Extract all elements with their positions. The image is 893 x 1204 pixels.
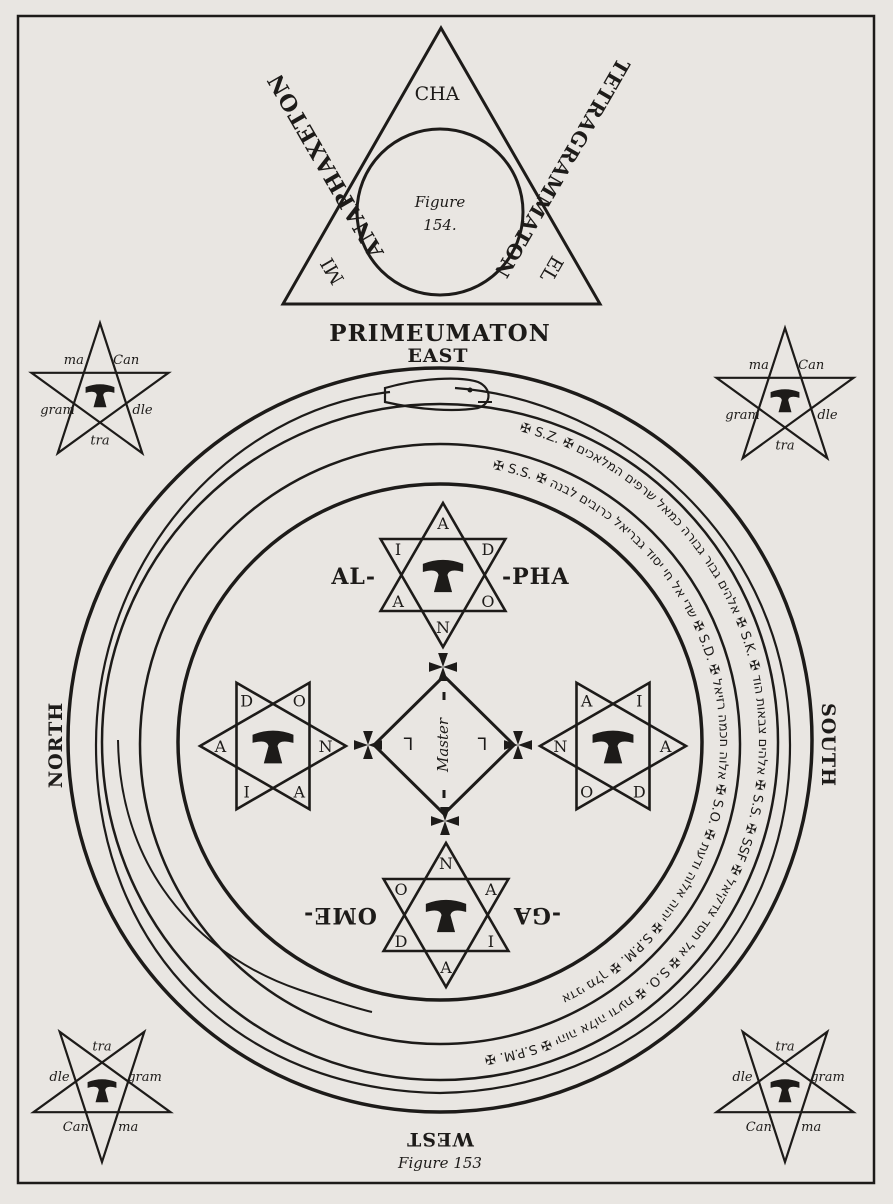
hexagram-letter: A: [484, 880, 497, 899]
tau-cross-icon: [85, 384, 115, 408]
master-label: Master: [434, 717, 452, 773]
hexagram-letter: I: [395, 540, 401, 559]
pentagram-word: tra: [90, 434, 109, 449]
figure-154-label: Figure: [414, 193, 466, 211]
pentagram-word: tra: [775, 439, 794, 454]
ring-inner: [176, 482, 704, 1002]
cross-pattee-group: [354, 653, 532, 835]
triangle-top-label: CHA: [415, 83, 460, 105]
hexagram-letter: O: [580, 783, 593, 802]
hexagram-letter: A: [293, 783, 306, 802]
pentagram-word: ma: [801, 1120, 821, 1135]
hexagram-letter: O: [481, 592, 494, 611]
triangle-inner-circle: [355, 127, 525, 297]
hexagram-alpha: A D O N A I: [378, 500, 508, 650]
pentagram-word: gram: [127, 1070, 162, 1085]
south-label: SOUTH: [817, 703, 839, 787]
tau-cross-icon: [592, 730, 634, 764]
hexagram-letter: I: [636, 692, 642, 711]
hexagram-bottom-right-label: -GA: [513, 902, 561, 928]
hexagram-letter: O: [293, 692, 306, 711]
pentagram-word: dle: [732, 1070, 752, 1085]
triangle-outline: [280, 24, 603, 306]
ring-outer: [66, 366, 814, 1114]
hexagram-letter: I: [244, 783, 250, 802]
hexagram-letter: A: [439, 958, 452, 977]
west-label: WEST: [406, 1128, 475, 1150]
figure-153-caption: Figure 153: [397, 1154, 482, 1172]
east-label: EAST: [407, 345, 468, 367]
serpent-body: [94, 386, 792, 1095]
cross-right-icon: [504, 731, 532, 759]
hexagram-letter: D: [240, 692, 253, 711]
pentagram-word: Can: [746, 1120, 772, 1135]
hexagram-top-left-label: AL-: [330, 564, 376, 590]
hexagram-letter: N: [436, 618, 450, 637]
pentagram-word: tra: [775, 1039, 794, 1054]
cross-top-icon: [429, 653, 457, 681]
pentagram-word: ma: [749, 358, 769, 373]
pentagram-word: ma: [64, 353, 84, 368]
pentagram-word: dle: [132, 403, 152, 418]
serpent-tail: [117, 739, 373, 1013]
hexagram-letter: A: [214, 737, 227, 756]
tau-cross-icon: [425, 899, 467, 933]
hexagram-group: A D O N A I A D O N A I A D O N A I A D O N A I: [197, 500, 689, 990]
tau-cross-icon: [87, 1079, 117, 1103]
pentagram-top-right: Can dle tra gram ma: [713, 324, 857, 462]
hexagram-letter: A: [580, 692, 593, 711]
ring-2: [100, 402, 780, 1082]
hexagram-letter: O: [395, 880, 408, 899]
primeumaton-label: PRIMEUMATON: [329, 320, 550, 347]
pentagram-word: tra: [92, 1039, 111, 1054]
pentagram-word: Can: [63, 1120, 89, 1135]
pentagram-word: gram: [40, 403, 75, 418]
hexagram-letter: N: [439, 854, 453, 873]
diamond-glyph-right: ᒣ: [477, 735, 487, 755]
tau-cross-icon: [422, 559, 464, 593]
hexagram-letter: N: [319, 737, 333, 756]
pentagram-word: dle: [49, 1070, 69, 1085]
hexagram-omega: A D O N A I: [381, 840, 511, 990]
ring-3: [138, 442, 742, 1046]
hexagram-letter: A: [436, 514, 449, 533]
pentagram-word: ma: [118, 1120, 138, 1135]
cross-bottom-icon: [431, 807, 459, 835]
tau-cross-icon: [770, 389, 800, 413]
pentagram-word: gram: [810, 1070, 845, 1085]
hexagram-south: A D O N A I: [537, 680, 689, 812]
hexagram-north: A D O N A I: [197, 680, 349, 812]
pentagram-bottom-left: Can dle tra gram ma: [30, 1028, 174, 1166]
hexagram-top-right-label: -PHA: [502, 564, 570, 590]
pentagram-word: Can: [798, 358, 824, 373]
tau-cross-icon: [770, 1079, 800, 1103]
pentagram-word: dle: [817, 408, 837, 423]
hexagram-letter: D: [481, 540, 494, 559]
pentagram-word: Can: [113, 353, 139, 368]
serpent-head-icon: [383, 377, 492, 412]
tau-cross-icon: [252, 730, 294, 764]
hexagram-letter: N: [553, 737, 567, 756]
pentagram-bottom-right: Can dle tra gram ma: [713, 1028, 857, 1166]
hexagram-letter: A: [391, 592, 404, 611]
figure-154-number: 154.: [423, 216, 456, 234]
pentagram-top-left: Can dle tra gram ma: [28, 319, 172, 457]
hexagram-letter: A: [659, 737, 672, 756]
pentagram-word: gram: [725, 408, 760, 423]
hexagram-letter: I: [488, 932, 494, 951]
diamond-glyph-left: ᒣ: [403, 735, 413, 755]
hexagram-letter: D: [633, 783, 646, 802]
page-frame: [16, 14, 876, 1185]
hexagram-bottom-left-label: OME-: [303, 902, 377, 928]
cross-left-icon: [354, 731, 382, 759]
north-label: NORTH: [45, 702, 67, 788]
hexagram-letter: D: [395, 932, 408, 951]
